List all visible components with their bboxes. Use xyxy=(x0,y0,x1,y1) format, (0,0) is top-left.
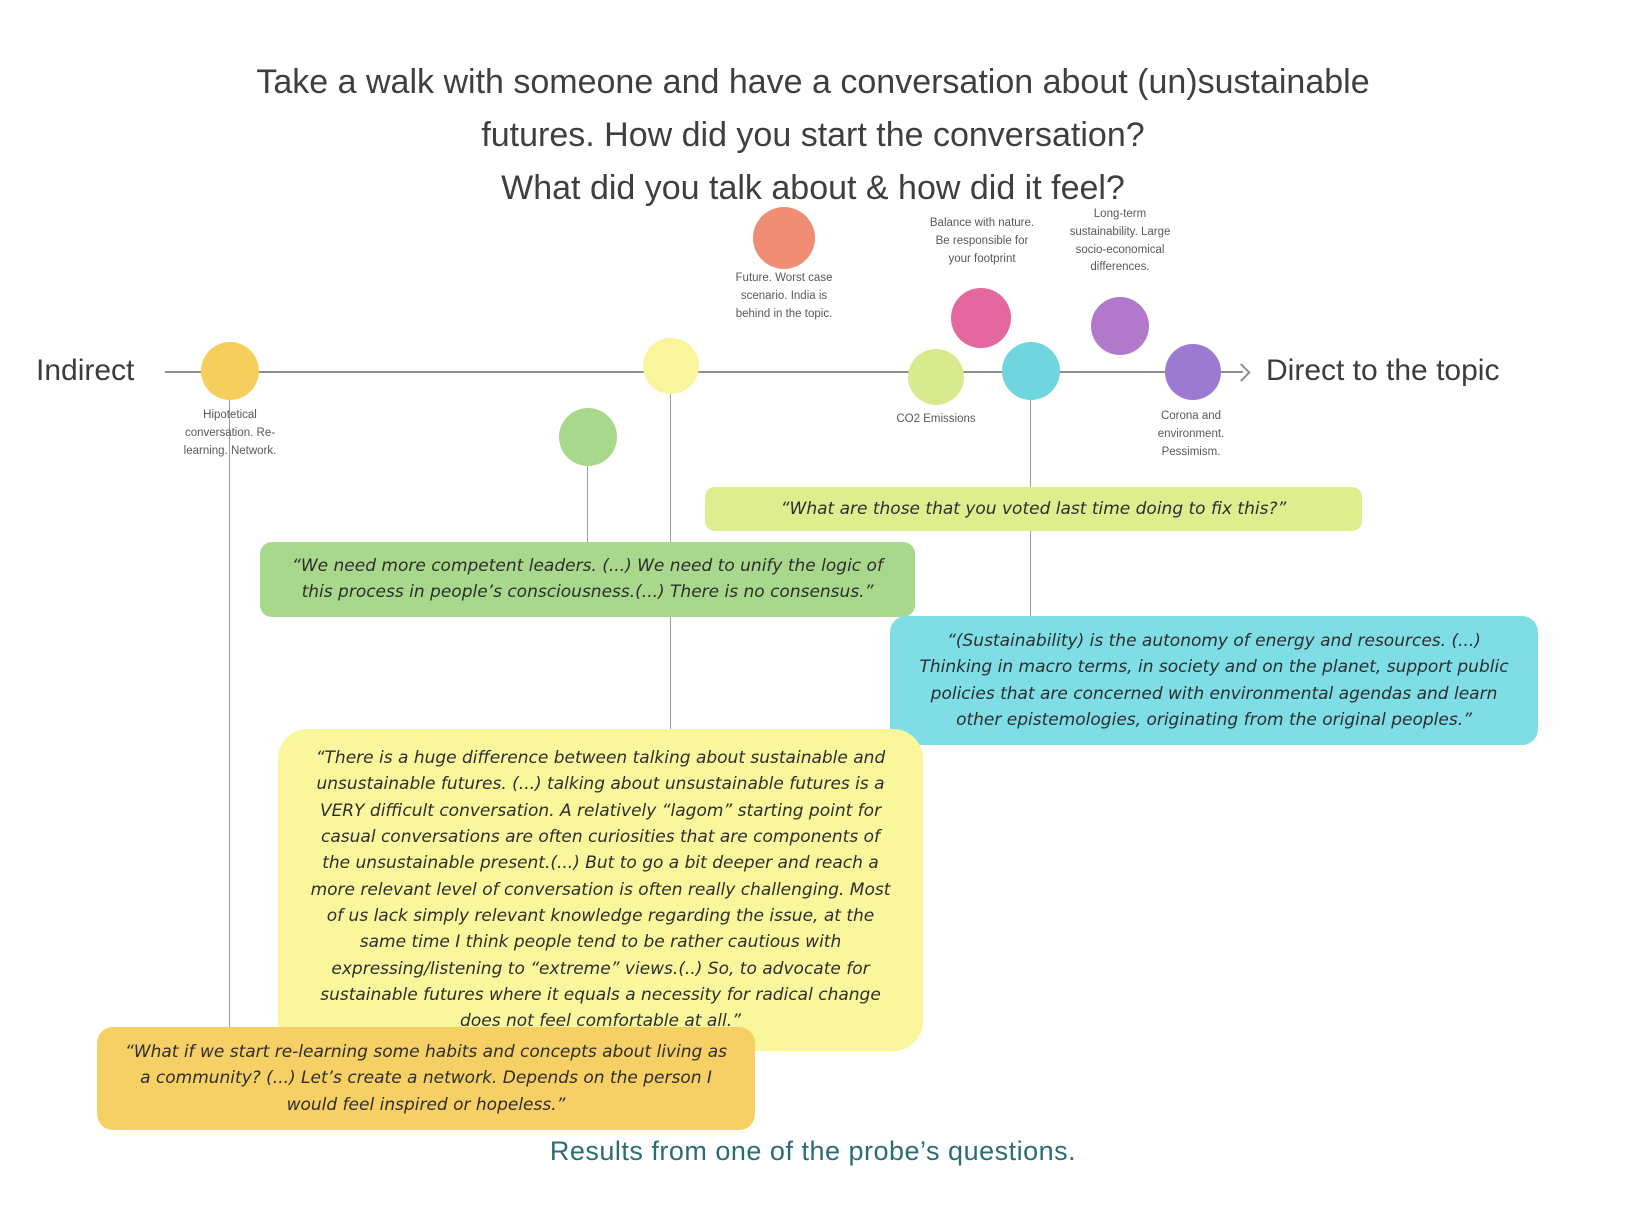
quote-bubble-relearning: “What if we start re-learning some habit… xyxy=(97,1027,755,1131)
axis-label-indirect: Indirect xyxy=(36,354,135,387)
node-leaders-circle xyxy=(559,408,617,466)
figure-caption: Results from one of the probe’s question… xyxy=(549,1136,1077,1166)
quote-bubble-leaders: “We need more competent leaders. (...) W… xyxy=(260,542,915,617)
node-label-co2: CO2 Emissions xyxy=(896,413,976,425)
node-label-long-term: Long-term sustainability. Large socio-ec… xyxy=(1069,208,1171,274)
node-autonomy-circle xyxy=(1002,342,1060,400)
title-line-3: What did you talk about & how did it fee… xyxy=(501,169,1125,207)
connector-leaders-to-quote xyxy=(587,464,588,544)
axis-line xyxy=(165,371,1243,373)
node-balance-circle xyxy=(951,288,1011,348)
node-worst-case-circle xyxy=(753,207,815,269)
title-line-1: Take a walk with someone and have a conv… xyxy=(256,63,1370,101)
title-line-2: futures. How did you start the conversat… xyxy=(481,116,1145,154)
node-long-term-circle xyxy=(1091,297,1149,355)
node-corona-circle xyxy=(1165,344,1221,400)
axis-label-direct: Direct to the topic xyxy=(1266,354,1500,387)
node-label-hypothetical: Hipotetical conversation. Re-learning. N… xyxy=(183,409,277,457)
node-label-corona: Corona and environment. Pessimism. xyxy=(1157,410,1225,458)
axis-arrow-right-icon xyxy=(1232,363,1251,382)
diagram-title: Take a walk with someone and have a conv… xyxy=(0,56,1626,215)
node-label-balance: Balance with nature. Be responsible for … xyxy=(929,217,1035,265)
node-co2-circle xyxy=(908,349,964,405)
quote-bubble-difficult-conversation: “There is a huge difference between talk… xyxy=(278,729,923,1051)
node-hypothetical-circle xyxy=(201,342,259,400)
node-label-worst-case: Future. Worst case scenario. India is be… xyxy=(735,272,833,320)
connector-hypothetical-to-quote xyxy=(229,398,230,1029)
node-lagom-circle xyxy=(643,338,699,394)
quote-bubble-autonomy: “(Sustainability) is the autonomy of ene… xyxy=(890,616,1538,746)
quote-bubble-voted: “What are those that you voted last time… xyxy=(705,487,1362,532)
